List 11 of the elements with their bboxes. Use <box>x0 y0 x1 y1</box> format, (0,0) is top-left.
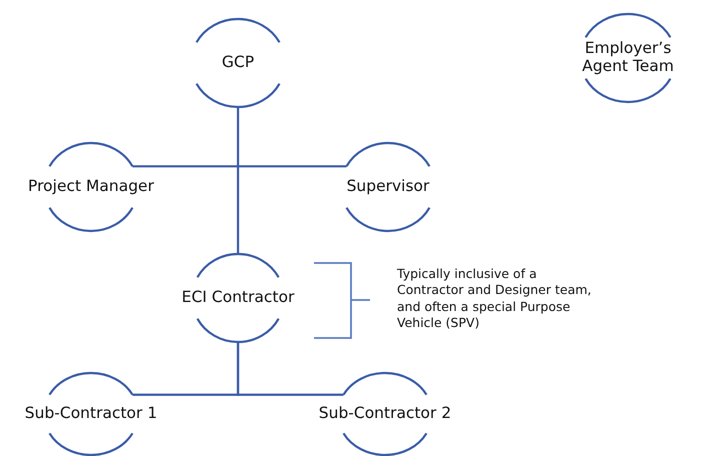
role-label: GCP <box>222 54 254 72</box>
role-label: Employer’s Agent Team <box>581 40 675 76</box>
connector-line <box>132 165 347 168</box>
role-label: ECI Contractor <box>182 289 294 307</box>
role-label: Supervisor <box>346 178 430 196</box>
role-label: Sub-Contractor 2 <box>318 405 452 423</box>
role-label: Sub-Contractor 1 <box>24 405 158 423</box>
note-text: Typically inclusive of a Contractor and Designer team, and often a special Purpose Vehicle (SPV) <box>397 266 592 331</box>
connector-line <box>236 342 344 396</box>
connector-line <box>236 107 240 254</box>
role-label: Project Manager <box>28 178 154 196</box>
